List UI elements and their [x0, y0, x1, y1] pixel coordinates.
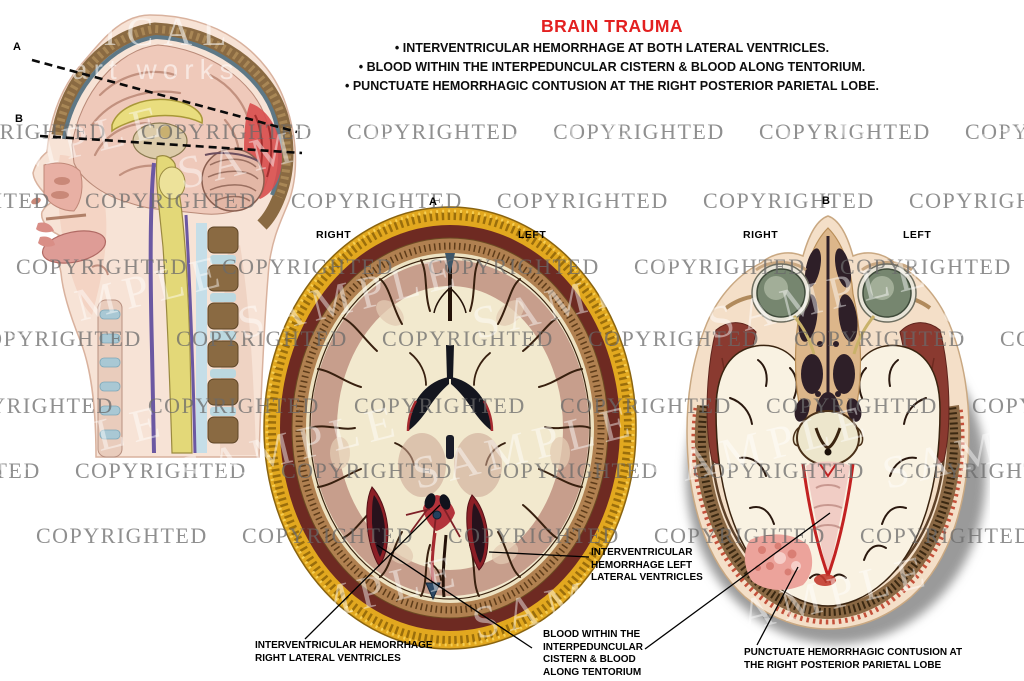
section-b-right-label: RIGHT — [743, 229, 779, 241]
axial-section-a-illustration — [263, 206, 637, 650]
eye-globes — [751, 263, 917, 323]
copyrighted-watermark-text: COPYRIGHTED — [36, 523, 208, 548]
sample-watermark-text: SAMPLE — [407, 93, 643, 200]
copyrighted-watermark-text: COPYRIGHTED — [759, 119, 931, 144]
sample-watermark-text: SAMPLE — [877, 93, 1024, 200]
finding-item: • PUNCTUATE HEMORRHAGIC CONTUSION AT THE… — [344, 79, 879, 93]
copyrighted-watermark-text: COPYRIGHTED — [347, 119, 519, 144]
copyrighted-watermark-text: COPYRIGHTED — [965, 119, 1024, 144]
finding-item: • BLOOD WITHIN THE INTERPEDUNCULAR CISTE… — [358, 60, 866, 74]
annotation-parietal-contusion: PUNCTUATE HEMORRHAGIC CONTUSION AT THE R… — [744, 647, 963, 671]
axial-section-b-illustration: MEDi — [686, 215, 986, 644]
finding-item: • INTERVENTRICULAR HEMORRHAGE AT BOTH LA… — [394, 41, 830, 55]
medical-artworks-logo-sub: art works — [72, 54, 240, 85]
section-a-label: A — [429, 196, 437, 208]
section-a-right-label: RIGHT — [316, 229, 352, 241]
section-b-left-label: LEFT — [903, 229, 932, 241]
sample-watermark-text: SAMPLE — [642, 93, 878, 200]
section-a-left-label: LEFT — [518, 229, 547, 241]
annotation-right-ventricle-hemorrhage: INTERVENTRICULAR HEMORRHAGE RIGHT LATERA… — [255, 640, 433, 664]
copyrighted-watermark-text: COPYRIGHTED — [553, 119, 725, 144]
medical-artworks-logo: EDICAL — [30, 9, 237, 54]
sagittal-plane-b-label: B — [15, 113, 23, 125]
sagittal-plane-a-label: A — [13, 41, 21, 53]
section-b-label: B — [822, 195, 830, 207]
sample-watermark-text: SAMPLE — [0, 543, 233, 650]
annotation-interpeduncular-cistern-blood: BLOOD WITHIN THE INTERPEDUNCULAR CISTERN… — [543, 629, 643, 678]
annotation-left-ventricle-hemorrhage: INTERVENTRICULAR HEMORRHAGE LEFT LATERAL… — [591, 547, 703, 583]
findings-list: • INTERVENTRICULAR HEMORRHAGE AT BOTH LA… — [296, 39, 928, 96]
copyrighted-watermark-text: COPYRIGHTED — [1000, 326, 1024, 351]
page-title: BRAIN TRAUMA — [540, 16, 684, 36]
